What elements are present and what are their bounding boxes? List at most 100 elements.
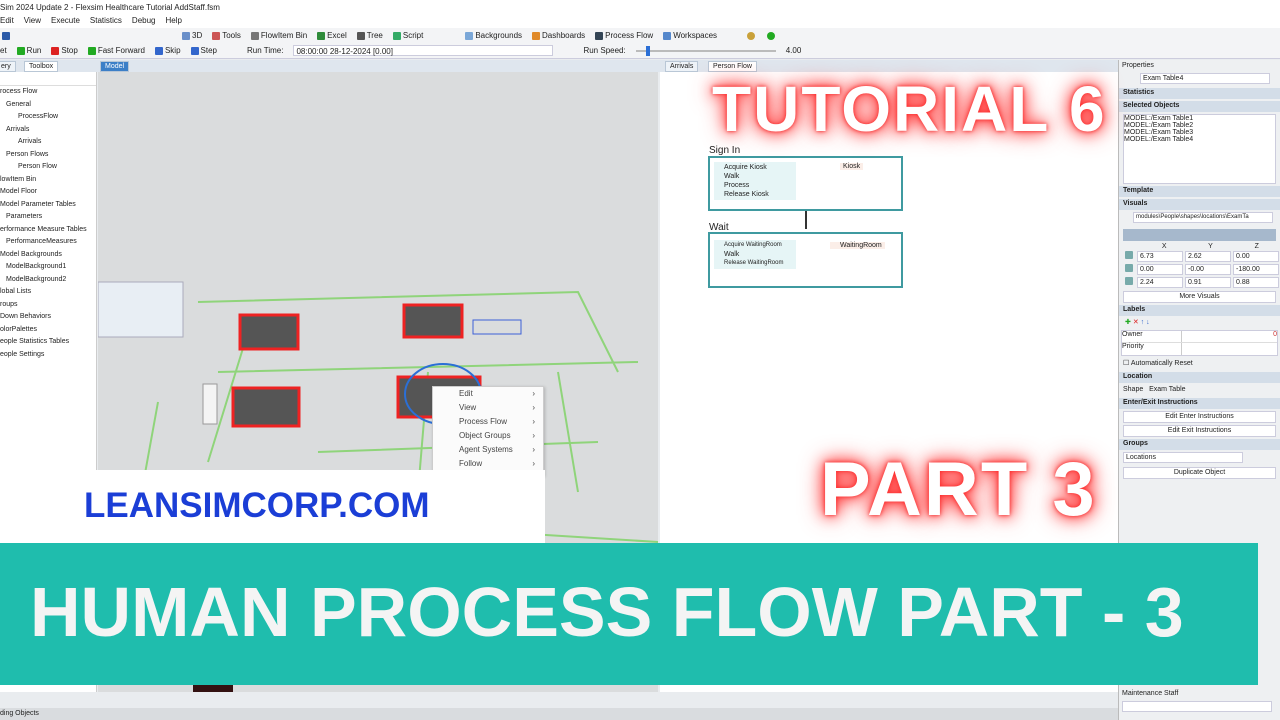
- exam-table[interactable]: [402, 303, 464, 339]
- maintenance-staff-field[interactable]: [1122, 701, 1272, 712]
- label-owner-value[interactable]: 0: [1273, 331, 1277, 338]
- toolbar-backgrounds[interactable]: Backgrounds: [465, 31, 522, 40]
- toolbar-dashboards[interactable]: Dashboards: [532, 31, 585, 40]
- selected-object[interactable]: MODEL:/Exam Table2: [1124, 122, 1194, 129]
- menu-execute[interactable]: Execute: [51, 16, 80, 25]
- toolbox-item[interactable]: Person Flow: [18, 163, 57, 170]
- resource-waitingroom[interactable]: WaitingRoom: [830, 242, 885, 249]
- section-groups[interactable]: Groups: [1119, 439, 1280, 450]
- step-button[interactable]: Step: [190, 46, 217, 55]
- run-speed-slider[interactable]: [635, 45, 776, 56]
- duplicate-object-button[interactable]: Duplicate Object: [1123, 467, 1276, 479]
- shape-value[interactable]: Exam Table: [1149, 386, 1186, 393]
- toolbox-item[interactable]: Down Behaviors: [0, 313, 51, 320]
- position-field[interactable]: 0.00: [1233, 251, 1279, 262]
- toolbox-item[interactable]: Model Parameter Tables: [0, 200, 76, 208]
- context-menu-item[interactable]: Process Flow›: [433, 415, 543, 429]
- toolbox-item[interactable]: eople Statistics Tables: [0, 338, 70, 345]
- run-time-field[interactable]: 08:00:00 28-12-2024 [0.00]: [293, 45, 554, 56]
- context-menu-item[interactable]: Edit›: [433, 387, 543, 401]
- toolbox-item[interactable]: olorPalettes: [0, 325, 37, 333]
- size-field[interactable]: 2.24: [1137, 277, 1183, 288]
- run-button[interactable]: Run: [16, 46, 41, 55]
- stop-button[interactable]: Stop: [51, 46, 78, 55]
- exam-table[interactable]: [231, 386, 301, 428]
- toolbox-item[interactable]: Arrivals: [6, 125, 30, 133]
- tab-arrivals[interactable]: Arrivals: [665, 61, 699, 72]
- toolbar-excel[interactable]: Excel: [317, 31, 347, 40]
- edit-enter-button[interactable]: Edit Enter Instructions: [1123, 411, 1276, 423]
- object-name-field[interactable]: Exam Table4: [1140, 73, 1270, 84]
- toolbox-item[interactable]: Model Backgrounds: [0, 250, 62, 258]
- rotation-field[interactable]: -180.00: [1233, 264, 1279, 275]
- toolbox-item[interactable]: erformance Measure Tables: [0, 225, 87, 233]
- section-statistics[interactable]: Statistics: [1119, 88, 1280, 99]
- toolbox-item[interactable]: Arrivals: [18, 138, 42, 145]
- skip-button[interactable]: Skip: [154, 46, 181, 55]
- up-icon[interactable]: ↑: [1140, 319, 1145, 326]
- activity-acquire-kiosk[interactable]: Acquire Kiosk: [724, 164, 767, 171]
- toolbar-process-flow[interactable]: Process Flow: [595, 31, 653, 40]
- toolbar-script[interactable]: Script: [392, 31, 423, 40]
- context-menu-item[interactable]: View›: [433, 401, 543, 415]
- wait-block[interactable]: Acquire WaitingRoom Walk Release Waiting…: [708, 232, 903, 288]
- toolbar-tools[interactable]: Tools: [212, 31, 241, 40]
- activity-walk[interactable]: Walk: [724, 251, 740, 258]
- help-icon[interactable]: [767, 31, 776, 40]
- toolbox-item[interactable]: lowItem Bin: [0, 175, 37, 183]
- fast-forward-button[interactable]: Fast Forward: [87, 46, 145, 55]
- toolbar-flowitem-bin[interactable]: FlowItem Bin: [250, 31, 307, 40]
- activity-walk[interactable]: Walk: [724, 173, 740, 180]
- rotation-field[interactable]: -0.00: [1185, 264, 1231, 275]
- color-field[interactable]: [1123, 229, 1276, 241]
- context-menu-item[interactable]: Agent Systems›: [433, 443, 543, 457]
- shape-path-field[interactable]: modules\People\shapes\locations\ExamTa: [1133, 212, 1273, 223]
- exam-table[interactable]: [238, 313, 300, 351]
- delete-label-icon[interactable]: ✕: [1132, 319, 1139, 326]
- toolbox-item[interactable]: General: [6, 100, 31, 108]
- menu-help[interactable]: Help: [165, 16, 182, 25]
- groups-select[interactable]: Locations: [1123, 452, 1243, 463]
- activity-release-kiosk[interactable]: Release Kiosk: [724, 191, 769, 198]
- slider-thumb[interactable]: [645, 45, 650, 56]
- tab-toolbox[interactable]: Toolbox: [24, 61, 59, 72]
- section-template[interactable]: Template: [1119, 186, 1280, 197]
- activity-acquire-waitingroom[interactable]: Acquire WaitingRoom: [724, 242, 782, 248]
- position-field[interactable]: 2.62: [1185, 251, 1231, 262]
- section-location[interactable]: Location: [1119, 372, 1280, 383]
- activity-process[interactable]: Process: [724, 182, 750, 189]
- toolbar-3d[interactable]: 3D: [182, 31, 202, 40]
- context-menu-item[interactable]: Follow›: [433, 457, 543, 471]
- selected-object[interactable]: MODEL:/Exam Table4: [1124, 136, 1194, 143]
- save-icon[interactable]: [2, 31, 10, 40]
- more-visuals-button[interactable]: More Visuals: [1123, 291, 1276, 303]
- toolbox-item[interactable]: Parameters: [6, 213, 43, 220]
- toolbox-item[interactable]: lobal Lists: [0, 288, 32, 295]
- toolbox-item[interactable]: eople Settings: [0, 350, 45, 358]
- resource-kiosk[interactable]: Kiosk: [840, 163, 864, 170]
- activity-release-waitingroom[interactable]: Release WaitingRoom: [724, 260, 784, 266]
- section-visuals[interactable]: Visuals: [1119, 199, 1280, 210]
- reset-button[interactable]: et: [0, 46, 7, 55]
- add-label-icon[interactable]: ✚: [1125, 319, 1131, 326]
- auto-reset-checkbox[interactable]: ☐ Automatically Reset: [1123, 360, 1193, 367]
- position-field[interactable]: 6.73: [1137, 251, 1183, 262]
- toolbox-item[interactable]: Person Flows: [6, 150, 49, 158]
- selected-object[interactable]: MODEL:/Exam Table1: [1124, 115, 1194, 122]
- section-labels[interactable]: Labels: [1119, 305, 1280, 316]
- menu-debug[interactable]: Debug: [131, 16, 156, 25]
- size-field[interactable]: 0.91: [1185, 277, 1231, 288]
- size-field[interactable]: 0.88: [1233, 277, 1279, 288]
- menu-view[interactable]: View: [23, 16, 41, 25]
- sign-in-block[interactable]: Acquire Kiosk Walk Process Release Kiosk…: [708, 156, 903, 211]
- toolbox-item[interactable]: rocess Flow: [0, 88, 38, 95]
- toolbar-tree[interactable]: Tree: [356, 31, 383, 40]
- toolbox-item[interactable]: ModelBackground2: [6, 275, 67, 283]
- section-enter-exit[interactable]: Enter/Exit Instructions: [1119, 398, 1280, 409]
- toolbox-item[interactable]: ProcessFlow: [18, 113, 59, 120]
- edit-exit-button[interactable]: Edit Exit Instructions: [1123, 425, 1276, 437]
- toolbox-filter[interactable]: [0, 72, 96, 86]
- context-menu-item[interactable]: Object Groups›: [433, 429, 543, 443]
- down-icon[interactable]: ↓: [1146, 319, 1150, 326]
- menu-edit[interactable]: Edit: [0, 16, 14, 25]
